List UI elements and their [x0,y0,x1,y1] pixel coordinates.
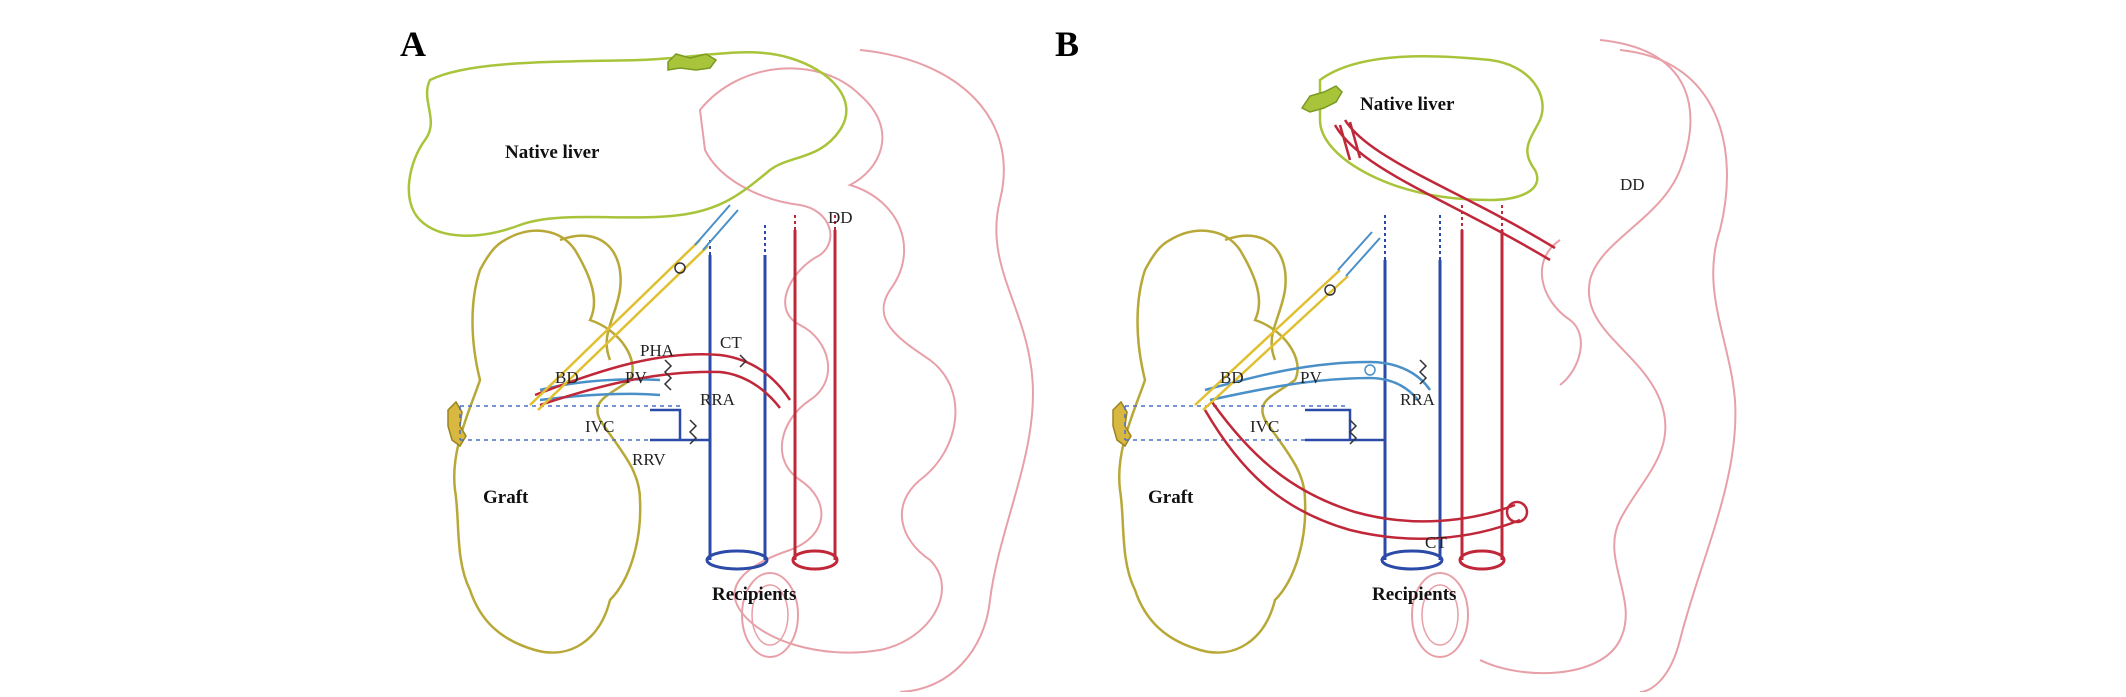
panel-a-ivc-dashed-top [709,225,766,255]
panel-b-ct-label: CT [1425,533,1447,552]
panel-a-native-liver [407,51,848,237]
panel-a-rrv-label: RRV [632,450,666,469]
panel-b-sutures [1348,359,1428,445]
panel-a-graft-hilum [447,400,467,448]
panel-a-colon [698,67,957,654]
panel-a-graft-label: Graft [483,487,529,508]
panel-a-recipient-ivc [708,255,767,560]
panel-a-rra-label: RRA [700,390,736,409]
panel-b-aorta-dashed [1461,205,1503,230]
panel-b-graft-lobe [1224,234,1287,361]
panel-b-ct-conduit [1203,401,1521,540]
panel-a-colon-loop-inner [751,584,789,646]
panel-a-sutures [663,354,748,445]
panel-b-catheter-tip [1324,284,1336,296]
panel-a-ivc-end [705,549,769,571]
panel-a-recipients-label: Recipients [712,584,796,605]
panel-b-graft [1117,229,1307,654]
panel-b-graft-label: Graft [1148,487,1194,508]
panel-a: A Native liver Graft [400,24,1034,693]
panel-b-ct-end [1505,500,1529,524]
panel-b-colon [1479,39,1692,675]
panel-a-ct-label: CT [720,333,742,352]
panel-a-catheter [694,204,739,251]
panel-b-bd [1194,269,1349,411]
panel-b-letter: B [1055,24,1079,64]
panel-a-rrv [650,408,710,442]
panel-a-colon-loop [741,572,799,658]
panel-a-aorta-dashed [794,215,836,230]
panel-a-liver-hilum [667,53,718,71]
panel-b-colon-outer [1619,49,1737,693]
panel-b-graft-hilum [1112,400,1132,448]
panel-b-native-liver-label: Native liver [1360,94,1455,115]
panel-b-native-artery [1333,119,1556,262]
panel-b-bd-label: BD [1220,368,1244,387]
panel-b: B Native liver Graft [1055,24,1737,693]
panel-a-graft-lobe [559,234,622,361]
panel-b-aorta [1460,230,1504,560]
panel-a-colon-outer [859,49,1034,693]
panel-a-dd-label: DD [828,208,853,227]
panel-b-renal-vein [1305,408,1385,442]
panel-b-dd-label: DD [1620,175,1645,194]
panel-a-pv-label: PV [625,368,647,387]
panel-b-rra-label: RRA [1400,390,1436,409]
panel-a-catheter-tip [674,262,686,274]
panel-b-native-liver [1318,54,1544,202]
panel-a-pha-label: PHA [640,341,675,360]
panel-b-colon-loop-inner [1421,584,1459,646]
panel-a-bd-label: BD [555,368,579,387]
panel-a-pha-ct [534,353,792,409]
panel-b-pv-label: PV [1300,368,1322,387]
panel-b-pv [1204,360,1432,402]
panel-a-aorta-end [791,549,839,571]
panel-b-ivc-dashed [1124,405,1345,441]
panel-b-recipient-ivc [1383,260,1442,560]
panel-a-aorta [793,230,837,560]
panel-a-ivc-label: IVC [585,417,614,436]
panel-a-ivc-dashed [459,405,680,441]
panel-a-native-liver-label: Native liver [505,142,600,163]
panel-b-ivc-dashed-top [1384,215,1441,260]
panel-b-pv-node [1364,364,1376,376]
panel-b-ivc-end [1380,549,1444,571]
panel-b-aorta-end [1458,549,1506,571]
panel-a-graft [452,229,642,654]
panel-b-recipients-label: Recipients [1372,584,1456,605]
panel-b-ivc-label: IVC [1250,417,1279,436]
panel-b-catheter [1337,231,1381,277]
panel-b-liver-hilum [1300,85,1343,113]
panel-a-letter: A [400,24,426,64]
panel-b-colon-inner [1541,239,1582,386]
panel-b-colon-loop [1411,572,1469,658]
